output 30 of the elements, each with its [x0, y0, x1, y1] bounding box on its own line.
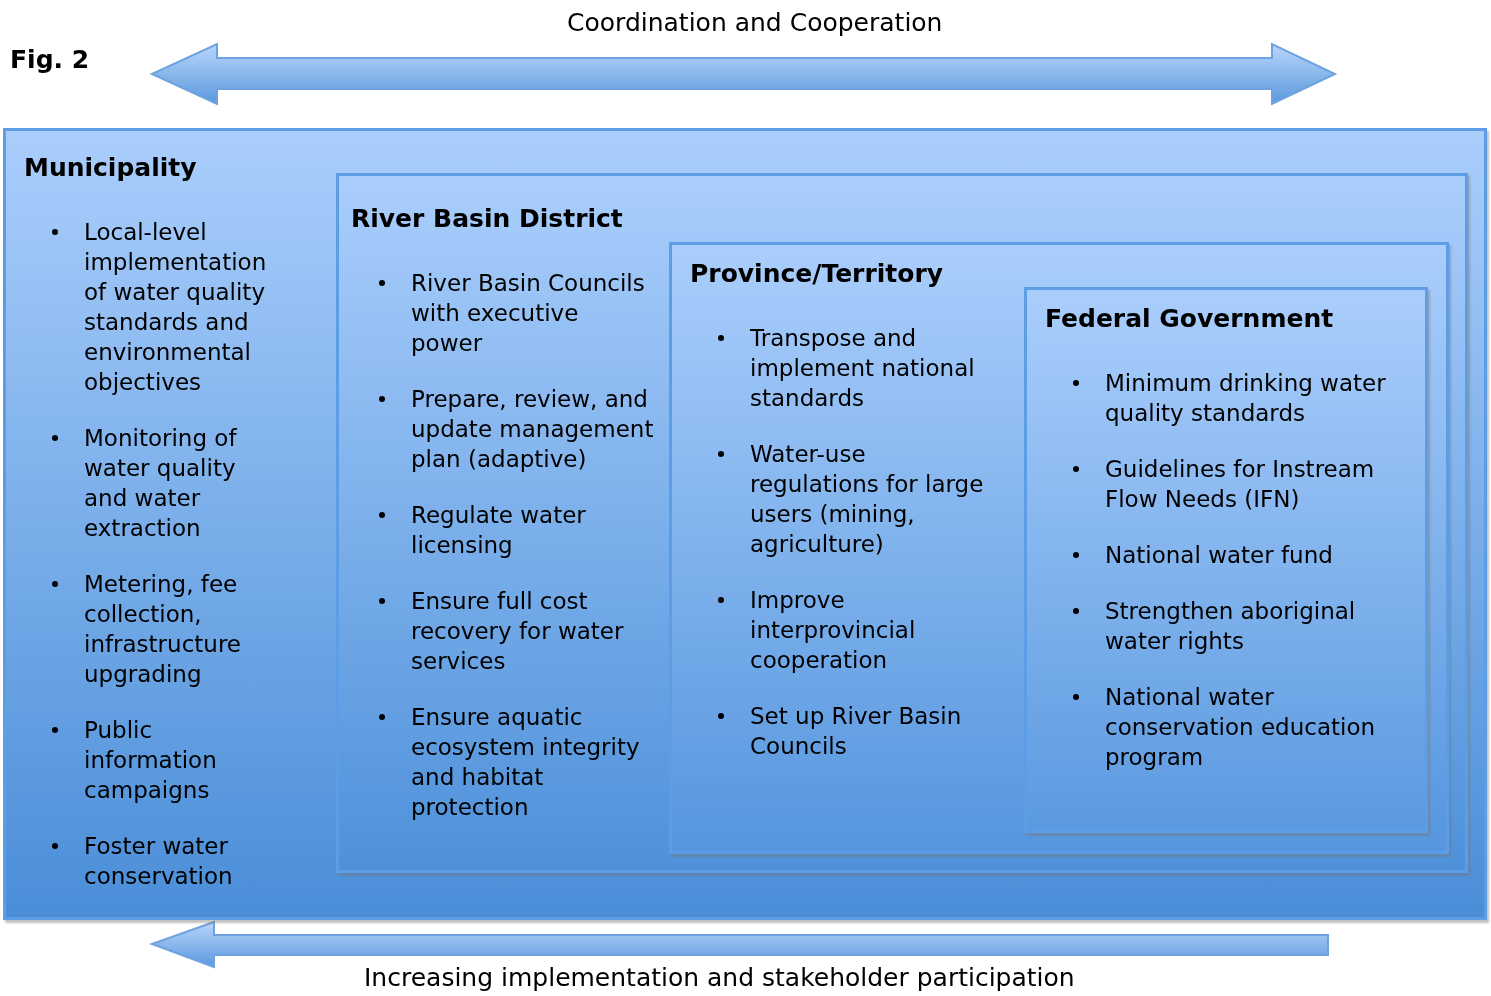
bullet-item: Ensure aquatic ecosystem integrity and habitat protection [411, 703, 641, 822]
bullet-item: Metering, fee collection, infrastructure upgrading [84, 570, 242, 689]
box-heading: Municipality [24, 153, 198, 183]
box-heading: Province/Territory [690, 259, 945, 289]
box-heading: Federal Government [1045, 304, 1335, 334]
bullet-item: Strengthen aboriginal water rights [1105, 597, 1357, 656]
bullet-item: Foster water conservation [84, 832, 234, 891]
bullet-item: Guidelines for Instream Flow Needs (IFN) [1105, 455, 1376, 514]
bullet-item: Prepare, review, and update management plan (adaptive) [411, 385, 655, 474]
bullet-item: National water fund [1105, 541, 1333, 570]
figure-number: Fig. 2 [10, 45, 90, 74]
bullet-item: Improve interprovincial cooperation [750, 586, 917, 675]
bullet-item: River Basin Councils with executive power [411, 269, 646, 358]
bullet-item: National water conservation education program [1105, 683, 1377, 772]
level-box [669, 242, 1449, 854]
level-box [1024, 287, 1428, 833]
box-heading: River Basin District [351, 204, 624, 234]
bullet-item: Regulate water licensing [411, 501, 587, 560]
level-box [3, 128, 1487, 920]
level-box [336, 173, 1468, 873]
arrow-label: Increasing implementation and stakeholder participation [364, 963, 1075, 992]
bullet-item: Local-level implementation of water quality standards and environmental objectives [84, 218, 268, 397]
bullet-item: Ensure full cost recovery for water services [411, 587, 625, 676]
bullet-item: Public information campaigns [84, 716, 218, 805]
arrow-label: Coordination and Cooperation [567, 8, 943, 37]
bullet-item: Transpose and implement national standards [750, 324, 976, 413]
bullet-item: Monitoring of water quality and water extraction [84, 424, 238, 543]
bullet-item: Water-use regulations for large users (mining, agriculture) [750, 440, 985, 559]
bullet-item: Set up River Basin Councils [750, 702, 963, 761]
bullet-item: Minimum drinking water quality standards [1105, 369, 1387, 428]
